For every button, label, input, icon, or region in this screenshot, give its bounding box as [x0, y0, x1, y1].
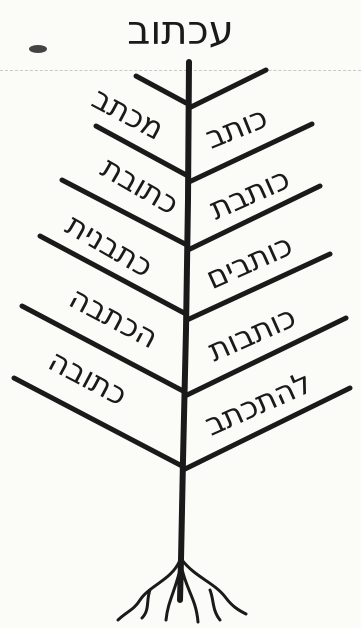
tree-trunk [180, 62, 189, 600]
ink-blot [29, 45, 47, 53]
left-branch-1 [136, 76, 188, 104]
